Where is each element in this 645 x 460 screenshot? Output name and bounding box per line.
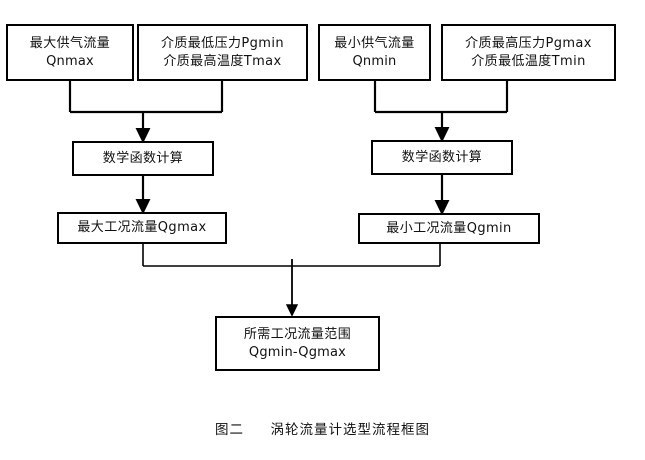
node-min-supply-flow: 最小供气流量 Qnmin — [318, 24, 431, 81]
figure-caption-label: 图二 — [214, 422, 244, 438]
node-max-working-flow-label: 最大工况流量Qgmax — [77, 220, 207, 236]
node-required-flow-range: 所需工况流量范围 Qgmin-Qgmax — [215, 316, 380, 371]
node-max-working-flow: 最大工况流量Qgmax — [57, 212, 227, 244]
figure-caption: 图二 涡轮流量计选型流程框图 — [0, 418, 645, 438]
node-max-pressure-min-temp: 介质最高压力Pgmax 介质最低温度Tmin — [441, 24, 616, 81]
node-max-supply-flow-line2: Qnmax — [46, 53, 94, 69]
node-min-pressure-max-temp-line2: 介质最高温度Tmax — [163, 53, 282, 69]
node-min-pressure-max-temp-line1: 介质最低压力Pgmin — [160, 36, 284, 52]
node-required-flow-range-line1: 所需工况流量范围 — [243, 327, 352, 343]
node-math-calc-left-label: 数学函数计算 — [102, 150, 184, 166]
figure-caption-title: 涡轮流量计选型流程框图 — [270, 422, 431, 438]
node-max-pressure-min-temp-line1: 介质最高压力Pgmax — [465, 36, 592, 52]
node-min-working-flow: 最小工况流量Qgmin — [358, 213, 540, 244]
node-math-calc-right: 数学函数计算 — [371, 140, 513, 175]
node-min-supply-flow-line2: Qnmin — [352, 53, 397, 69]
node-max-pressure-min-temp-line2: 介质最低温度Tmin — [471, 53, 586, 69]
node-max-supply-flow-line1: 最大供气流量 — [29, 36, 111, 52]
node-max-supply-flow: 最大供气流量 Qnmax — [6, 24, 134, 81]
node-math-calc-right-label: 数学函数计算 — [401, 149, 483, 165]
node-min-supply-flow-line1: 最小供气流量 — [334, 36, 415, 52]
node-min-pressure-max-temp: 介质最低压力Pgmin 介质最高温度Tmax — [137, 24, 308, 81]
node-min-working-flow-label: 最小工况流量Qgmin — [386, 220, 512, 236]
node-math-calc-left: 数学函数计算 — [72, 141, 214, 176]
node-required-flow-range-line2: Qgmin-Qgmax — [248, 344, 347, 360]
